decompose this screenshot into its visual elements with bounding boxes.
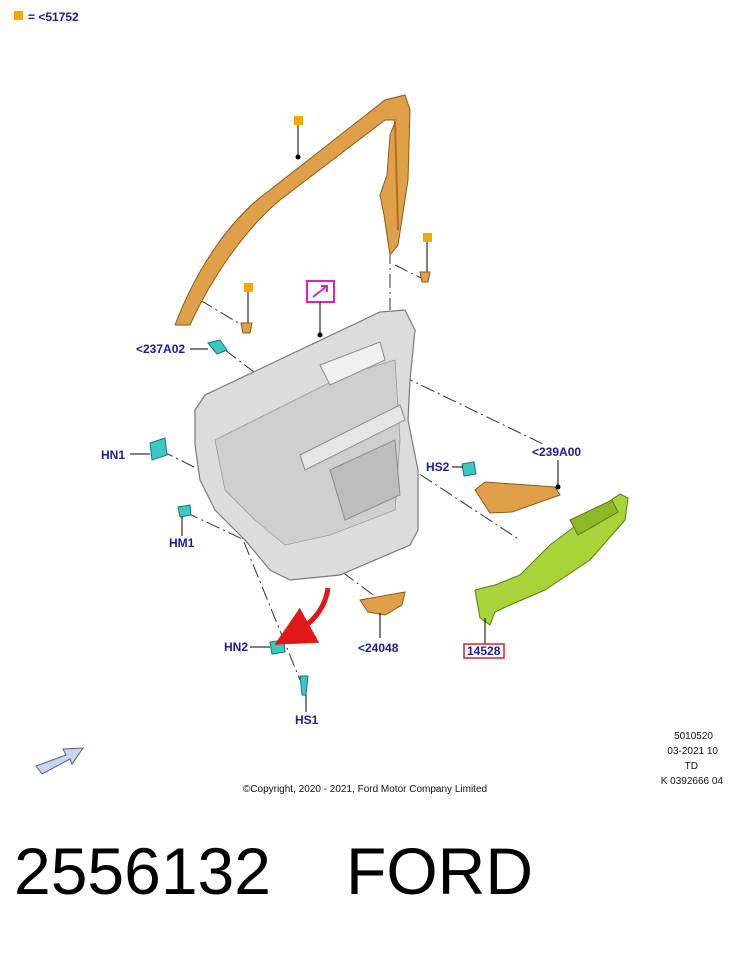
- callout-237A02: <237A02: [136, 342, 185, 356]
- view-direction-arrow: [35, 747, 84, 775]
- clip-HN1: [149, 437, 168, 461]
- part-number: 2556132: [14, 834, 271, 908]
- window-frame-trim: [174, 94, 411, 326]
- clip-HS2: [461, 461, 477, 477]
- reference-code-1: 5010520: [674, 731, 713, 742]
- pin-marker-3: [244, 283, 253, 292]
- legend-text: = <51752: [28, 10, 79, 24]
- callout-box-14528: [463, 643, 505, 659]
- window-frame-trim-edge: [394, 119, 399, 231]
- callout-14528: 14528: [467, 644, 501, 658]
- illustration-marker-icon: [312, 285, 328, 298]
- clip-HM1: [177, 504, 192, 518]
- callout-24048: <24048: [358, 641, 399, 655]
- legend-swatch: [14, 11, 23, 20]
- brand-name: FORD: [346, 834, 533, 908]
- reference-code-4: K 0392666 04: [661, 776, 724, 787]
- clip-237A02: [207, 339, 228, 355]
- callout-HS1: HS1: [295, 713, 319, 727]
- lower-trim-piece: [359, 591, 406, 616]
- callout-HN1: HN1: [101, 448, 125, 462]
- armrest-bracket: [474, 481, 561, 514]
- trim-pin-3: [240, 322, 253, 334]
- copyright-notice: ©Copyright, 2020 - 2021, Ford Motor Comp…: [243, 784, 487, 795]
- callout-239A00: <239A00: [532, 445, 581, 459]
- screw-HS1: [299, 675, 309, 696]
- clip-HN2: [269, 639, 286, 655]
- callout-HS2: HS2: [426, 460, 450, 474]
- armrest: [299, 404, 406, 471]
- callout-HM1: HM1: [169, 536, 195, 550]
- pin-marker-2: [423, 233, 432, 242]
- switch-recess: [569, 499, 619, 536]
- reference-code-2: 03-2021 10: [667, 746, 718, 757]
- speaker-grille: [329, 439, 401, 521]
- trim-pin-2: [419, 271, 431, 283]
- pin-marker-1: [294, 116, 303, 125]
- callout-HN2: HN2: [224, 640, 248, 654]
- direction-arrow: [274, 587, 331, 645]
- door-pull-handle: [319, 341, 386, 386]
- reference-code-3: TD: [685, 761, 698, 772]
